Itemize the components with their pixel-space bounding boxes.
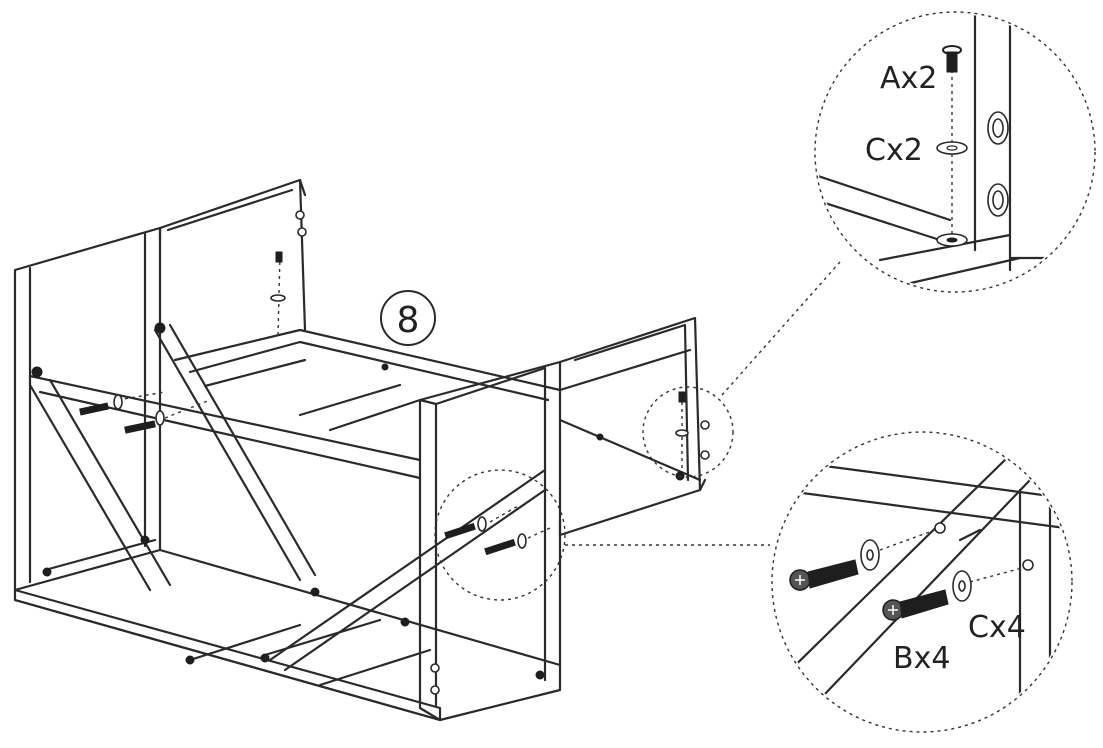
bench-frame xyxy=(13,178,710,722)
step-number-badge: 8 xyxy=(380,290,436,346)
detail-marker-top xyxy=(642,386,734,478)
washer-c-bottom-label: Cx4 xyxy=(968,610,1026,645)
detail-marker-bottom xyxy=(434,469,566,601)
bolt-b-icon xyxy=(789,559,859,591)
detail-top: Ax2 Cx2 xyxy=(814,11,1096,293)
step-number: 8 xyxy=(397,300,420,341)
bolt-a-icon xyxy=(942,45,962,73)
washer-c-top-label: Cx2 xyxy=(865,133,923,168)
main-frame-hardware xyxy=(79,251,689,556)
leader-line-top xyxy=(721,261,841,396)
washer-c-icon xyxy=(936,141,968,155)
detail-bottom: Cx4 Bx4 xyxy=(771,431,1073,733)
bolt-b-icon xyxy=(882,589,949,621)
bolt-a-label: Ax2 xyxy=(880,61,937,96)
bolt-b-label: Bx4 xyxy=(893,641,950,676)
